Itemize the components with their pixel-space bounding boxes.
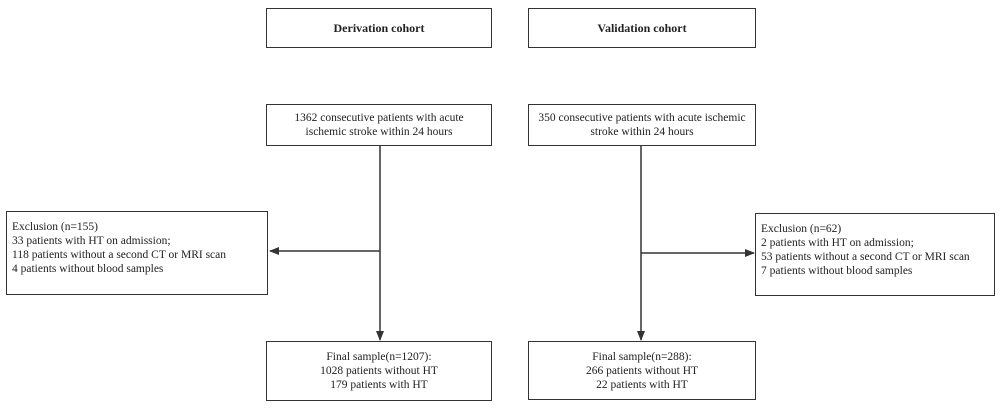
- derivation-exclusion-title: Exclusion (n=155): [12, 221, 99, 233]
- derivation-final-line-2: 179 patients with HT: [330, 379, 428, 391]
- validation-start-box: 350 consecutive patients with acute isch…: [528, 104, 756, 146]
- validation-exclusion-line-2: 53 patients without a second CT or MRI s…: [761, 251, 970, 263]
- derivation-exclusion-line-2: 118 patients without a second CT or MRI …: [12, 249, 226, 261]
- derivation-start-line-2: ischemic stroke within 24 hours: [305, 126, 453, 138]
- validation-exclusion-title: Exclusion (n=62): [761, 223, 842, 235]
- derivation-cohort-header: Derivation cohort: [266, 8, 492, 48]
- derivation-exclusion-box: Exclusion (n=155) 33 patients with HT on…: [6, 211, 268, 295]
- validation-exclusion-line-1: 2 patients with HT on admission;: [761, 237, 914, 249]
- derivation-start-line-1: 1362 consecutive patients with acute: [294, 112, 464, 124]
- derivation-exclusion-line-1: 33 patients with HT on admission;: [12, 235, 171, 247]
- validation-cohort-header: Validation cohort: [528, 8, 756, 48]
- derivation-final-title: Final sample(n=1207):: [326, 351, 432, 363]
- validation-final-line-1: 266 patients without HT: [585, 364, 699, 377]
- validation-start-line-2: stroke within 24 hours: [590, 126, 694, 138]
- validation-final-title: Final sample(n=288):: [592, 350, 692, 363]
- derivation-exclusion-line-3: 4 patients without blood samples: [12, 263, 164, 275]
- validation-exclusion-line-3: 7 patients without blood samples: [761, 265, 913, 277]
- validation-exclusion-box: Exclusion (n=62) 2 patients with HT on a…: [755, 213, 995, 296]
- validation-final-box: Final sample(n=288): 266 patients withou…: [528, 341, 756, 400]
- validation-header-text: Validation cohort: [597, 21, 687, 35]
- validation-final-line-2: 22 patients with HT: [596, 378, 688, 391]
- derivation-start-box: 1362 consecutive patients with acute isc…: [266, 104, 492, 146]
- derivation-final-line-1: 1028 patients without HT: [320, 365, 438, 377]
- validation-start-line-1: 350 consecutive patients with acute isch…: [538, 112, 746, 124]
- derivation-header-text: Derivation cohort: [333, 21, 425, 35]
- derivation-final-box: Final sample(n=1207): 1028 patients with…: [266, 341, 492, 401]
